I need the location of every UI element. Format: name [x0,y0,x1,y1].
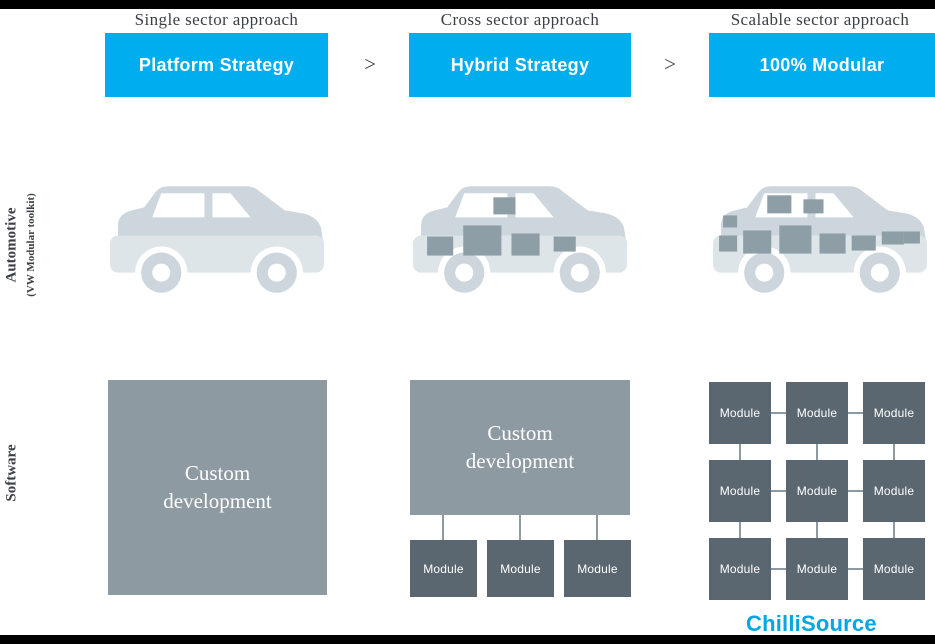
connector-line [816,444,818,460]
module-box: Module [786,538,848,600]
connector-line [519,515,521,540]
connector-line [596,515,598,540]
connector-line [771,568,786,570]
arrow-right-icon: > [364,52,376,76]
custom-development-label: Custom development [163,461,272,513]
module-box: Module [709,382,771,444]
row-label-software: Software [3,444,20,502]
custom-development-label: Custom development [465,421,575,473]
connector-line [771,490,786,492]
banner-platform-strategy: Platform Strategy [105,33,328,97]
car-full-modules-icon [713,186,927,299]
connector-line [848,568,863,570]
bottom-black-bar [0,635,935,644]
custom-development-panel-cross: Custom development [410,380,630,515]
connector-line [893,522,895,538]
row-sublabel-vw-toolkit: (VW Modular toolkit) [25,193,37,297]
module-box: Module [487,540,554,597]
top-black-bar [0,0,935,9]
module-box: Module [709,538,771,600]
custom-development-panel-single: Custom development [108,380,327,595]
connector-line [848,412,863,414]
connector-line [771,412,786,414]
banner-100-modular: 100% Modular [709,33,935,97]
column-header-single: Single sector approach [134,10,299,29]
module-box: Module [863,538,925,600]
column-header-scalable: Scalable sector approach [730,10,910,29]
connector-line [816,522,818,538]
module-box: Module [564,540,631,597]
module-box: Module [709,460,771,522]
connector-line [848,490,863,492]
arrow-right-icon: > [664,52,676,76]
column-header-cross: Cross sector approach [440,10,600,29]
module-box: Module [786,382,848,444]
chillisource-logo: ChilliSource [746,611,877,636]
car-partial-modules-icon [413,186,627,299]
connector-line [739,522,741,538]
module-box: Module [863,382,925,444]
car-plain-icon [110,186,324,299]
module-box: Module [410,540,477,597]
connector-line [739,444,741,460]
connector-line [442,515,444,540]
row-label-automotive: Automotive [3,207,20,283]
module-box: Module [863,460,925,522]
connector-line [893,444,895,460]
module-box: Module [786,460,848,522]
banner-hybrid-strategy: Hybrid Strategy [409,33,631,97]
